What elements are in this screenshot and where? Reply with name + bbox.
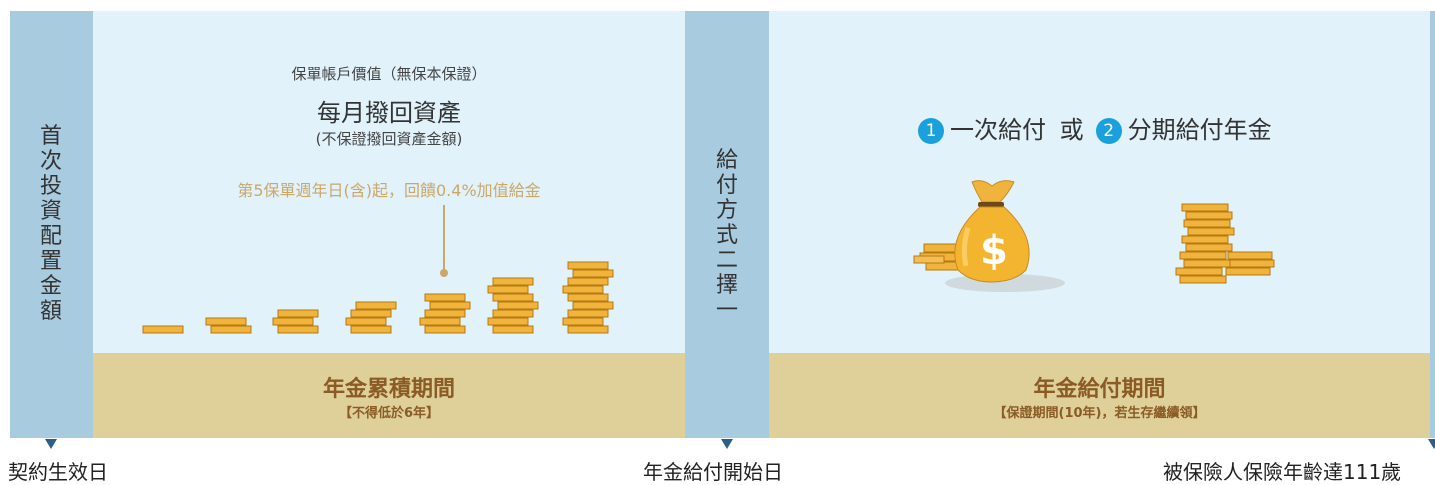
- accumulation-period-subtitle: 【不得低於6年】: [338, 406, 440, 421]
- first-investment-bar: [10, 11, 93, 438]
- bonus-note: 第5保單週年日(含)起，回饋0.4%加值給金: [237, 181, 541, 200]
- payout-start-marker: [721, 439, 733, 449]
- option-1-label: 一次給付: [950, 116, 1046, 144]
- coin-stack-icon: [1175, 203, 1275, 284]
- start-marker: [45, 439, 57, 449]
- first-investment-label: 首次投資配置金額: [39, 124, 62, 324]
- money-bag-illustration: $: [913, 180, 1065, 292]
- payout-panel: [769, 11, 1430, 353]
- payout-choice-bar: [685, 11, 769, 438]
- option-1-badge: 1: [918, 118, 944, 144]
- option-2-label: 分期給付年金: [1127, 116, 1272, 144]
- insured-age-111: 被保險人保險年齡達111歲: [1163, 460, 1402, 484]
- right-edge-bar: [1430, 11, 1435, 438]
- bonus-pointer-line: [443, 205, 445, 271]
- payout-period-subtitle: 【保證期間(10年)，若生存繼續領】: [993, 406, 1206, 421]
- or-label: 或: [1059, 116, 1084, 144]
- payout-choice-label: 給付方式二擇一: [715, 148, 738, 323]
- coin-stacks-payout: [1175, 203, 1275, 284]
- contract-effective-date: 契約生效日: [8, 460, 108, 484]
- money-bag-icon: [954, 180, 1030, 283]
- payout-start-date: 年金給付開始日: [643, 460, 783, 484]
- end-marker: [1428, 439, 1435, 449]
- bonus-pointer-dot: [440, 269, 448, 277]
- coin-stack-icon: [142, 261, 614, 334]
- payout-band: 年金給付期間 【保證期間(10年)，若生存繼續領】: [769, 353, 1430, 438]
- monthly-asset-note: (不保證撥回資產金額): [315, 130, 463, 148]
- option-2-badge: 2: [1095, 118, 1122, 144]
- dollar-sign-icon: $: [980, 228, 1008, 274]
- payout-period-title: 年金給付期間: [1033, 377, 1166, 402]
- accumulation-period-title: 年金累積期間: [322, 377, 455, 402]
- account-value-label: 保單帳戶價值（無保本保證）: [291, 65, 487, 83]
- monthly-asset-title: 每月撥回資產: [317, 99, 461, 127]
- accumulation-band: 年金累積期間 【不得低於6年】: [93, 353, 685, 438]
- coin-stacks-accumulation: [142, 261, 614, 334]
